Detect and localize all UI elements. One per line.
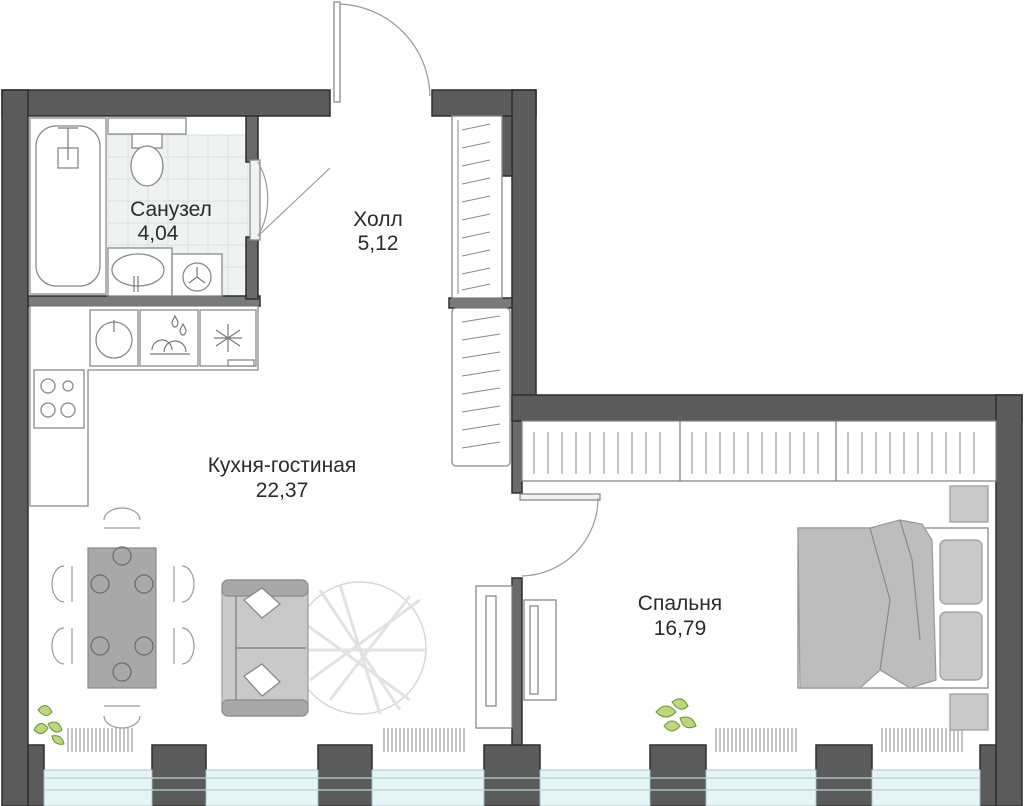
bathroom-door [249, 159, 331, 241]
desk-and-tv [475, 585, 557, 729]
dishwasher [139, 309, 199, 367]
bathroom-sink [107, 247, 173, 297]
room-label-kitchen-living: Кухня-гостиная 22,37 [208, 454, 357, 502]
room-area-bathroom: 4,04 [138, 222, 179, 245]
walls [1, 89, 1023, 806]
room-name-hall: Холл [353, 208, 403, 231]
wardrobe-lower [451, 307, 511, 467]
plant-left [33, 705, 65, 745]
plant-bedroom [655, 698, 697, 732]
toilet [107, 117, 187, 187]
dining-set [51, 507, 195, 729]
room-name-kitchen-living: Кухня-гостиная [208, 454, 357, 477]
room-name-bedroom: Спальня [638, 592, 722, 615]
windows [43, 769, 981, 806]
room-area-bedroom: 16,79 [654, 617, 707, 640]
bathtub [29, 117, 107, 295]
room-label-bathroom: Санузел 4,04 [130, 198, 212, 245]
entry-door [333, 1, 431, 103]
room-label-bedroom: Спальня 16,79 [638, 592, 722, 640]
cooktop [33, 369, 85, 429]
room-area-kitchen-living: 22,37 [256, 479, 309, 502]
washing-machine [171, 253, 223, 297]
room-name-bathroom: Санузел [130, 198, 212, 221]
bed [797, 485, 989, 731]
room-label-hall: Холл 5,12 [353, 208, 403, 255]
sofa [221, 579, 309, 717]
radiators [67, 728, 963, 752]
wardrobe-upper [451, 115, 503, 299]
refrigerator [199, 309, 257, 367]
bedroom-door [519, 493, 601, 577]
bedroom-wardrobe [521, 420, 997, 482]
kitchen-sink [89, 309, 139, 367]
room-area-hall: 5,12 [358, 232, 399, 255]
rug [293, 581, 427, 715]
